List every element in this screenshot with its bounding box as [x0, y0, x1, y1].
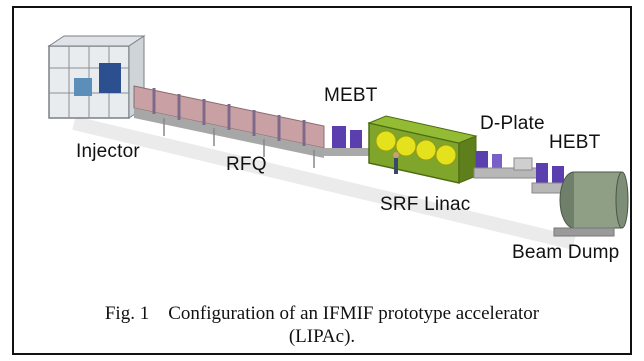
- caption-line-2: (LIPAc).: [288, 326, 356, 347]
- accelerator-render: [47, 35, 629, 250]
- injector-assembly: [47, 35, 146, 119]
- beam-dump-assembly: [553, 171, 629, 237]
- beamline-floor: [72, 116, 576, 250]
- label-rfq: RFQ: [226, 154, 267, 175]
- mebt-assembly: [324, 126, 374, 156]
- figure-caption: Fig. 1 Configuration of an IFMIF prototy…: [14, 302, 630, 348]
- caption-line-1: Fig. 1 Configuration of an IFMIF prototy…: [104, 303, 540, 324]
- d-plate-assembly: [473, 151, 545, 179]
- rfq-assembly: [133, 85, 325, 168]
- label-beam-dump: Beam Dump: [512, 242, 620, 263]
- figure-frame: Injector RFQ MEBT SRF Linac D-Plate HEBT…: [12, 6, 632, 355]
- label-hebt: HEBT: [549, 132, 601, 153]
- label-mebt: MEBT: [324, 85, 378, 106]
- label-d-plate: D-Plate: [480, 113, 545, 134]
- srf-linac-cryomodule: [367, 115, 478, 184]
- label-srf-linac: SRF Linac: [380, 194, 471, 215]
- label-injector: Injector: [76, 141, 140, 162]
